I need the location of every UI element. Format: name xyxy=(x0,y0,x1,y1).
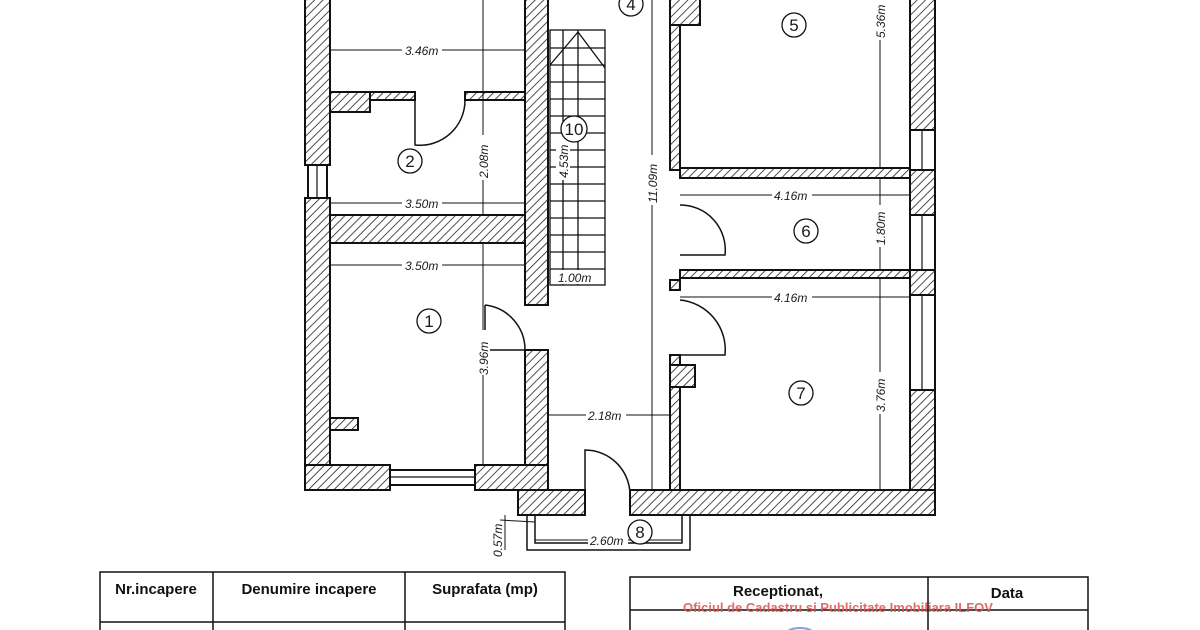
ocpi-stamp: Oficiul de Cadastru si Publicitate Imobi… xyxy=(683,600,993,615)
header-data: Data xyxy=(991,585,1024,602)
dim-room2-top: 3.46m xyxy=(405,44,438,58)
dim-room2-bottom: 3.50m xyxy=(405,197,438,211)
dim-room7-height: 3.76m xyxy=(874,379,888,412)
dimension-labels: 3.46m 3.50m 3.50m 2.08m 3.96m 4.53m 1.00… xyxy=(402,0,888,557)
room-number-4: 4 xyxy=(626,0,635,14)
room-number-2: 2 xyxy=(405,152,414,171)
dim-corridor-length: 11.09m xyxy=(646,164,660,203)
room-number-7: 7 xyxy=(796,384,805,403)
room-number-1: 1 xyxy=(424,312,433,331)
dim-corridor-width: 2.18m xyxy=(587,409,621,423)
stamp-seal xyxy=(787,627,813,630)
dim-stair-length: 4.53m xyxy=(557,145,571,178)
rooms-table xyxy=(99,571,566,630)
dim-room6-width: 4.16m xyxy=(774,189,807,203)
header-nr-incapere: Nr.incapere xyxy=(115,581,197,598)
room-number-8: 8 xyxy=(635,523,644,542)
header-receptionat: Receptionat, xyxy=(733,583,823,600)
room-numbers xyxy=(397,0,819,545)
dim-stair-width: 1.00m xyxy=(558,271,591,285)
dim-room2-height: 2.08m xyxy=(477,145,491,179)
walls xyxy=(304,0,936,516)
dim-room6-height: 1.80m xyxy=(874,212,888,245)
dim-porch-width: 2.60m xyxy=(589,534,623,548)
doors xyxy=(414,99,727,496)
dim-room1-height: 3.96m xyxy=(477,342,491,375)
header-denumire-incapere: Denumire incapere xyxy=(241,581,376,598)
dim-room1-width: 3.50m xyxy=(405,259,438,273)
dim-room5-height: 5.36m xyxy=(874,5,888,38)
dim-porch-depth: 0.57m xyxy=(491,524,505,557)
room-number-6: 6 xyxy=(801,222,810,241)
windows xyxy=(316,130,923,478)
dim-room7-width: 4.16m xyxy=(774,291,807,305)
header-suprafata: Suprafata (mp) xyxy=(432,581,538,598)
room-number-5: 5 xyxy=(789,16,798,35)
room-number-10: 10 xyxy=(565,120,584,139)
reception-table xyxy=(629,576,1089,630)
